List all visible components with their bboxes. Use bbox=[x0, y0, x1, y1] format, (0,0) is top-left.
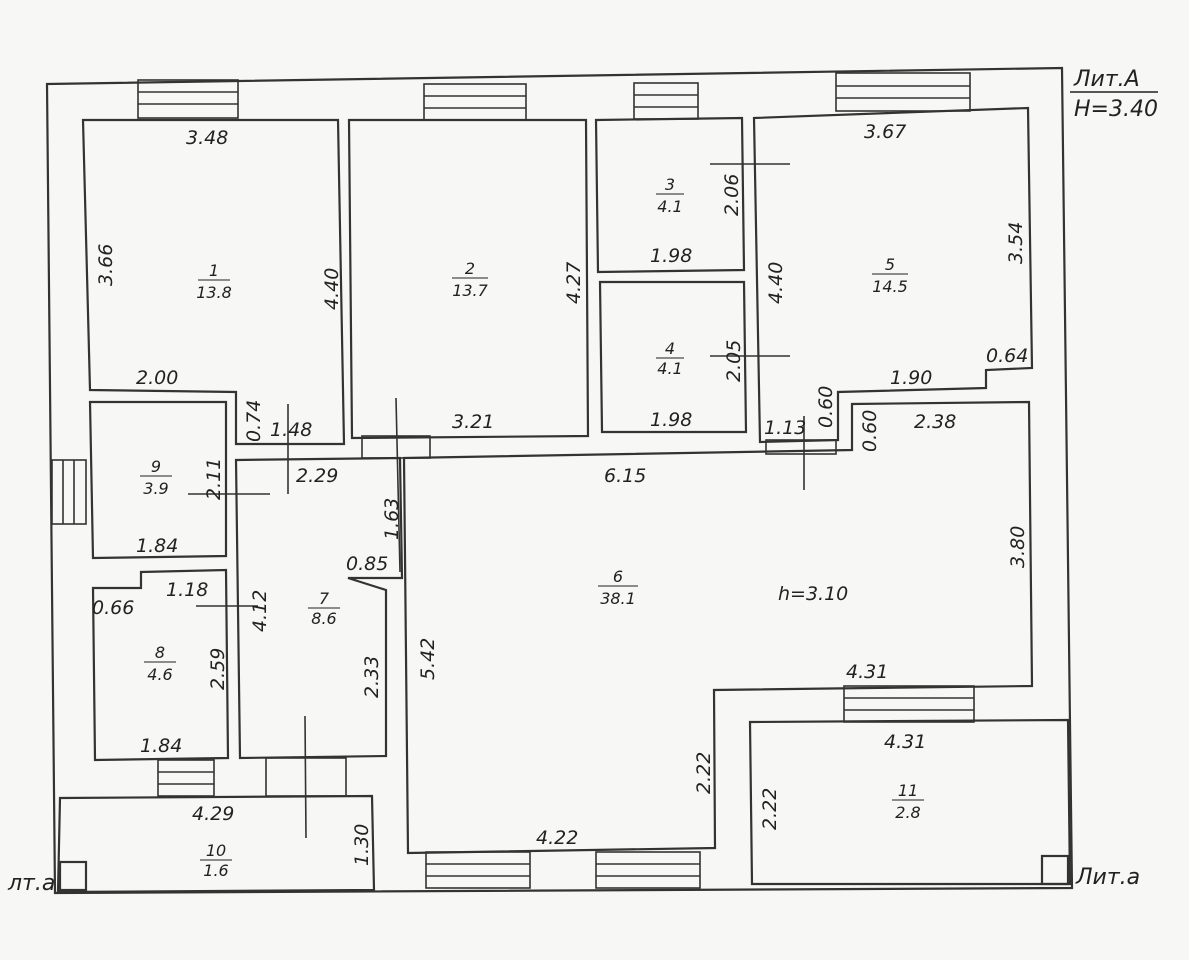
dim-label: 1.98 bbox=[650, 409, 692, 431]
dim-label: 0.66 bbox=[92, 597, 134, 619]
dim-label: 2.38 bbox=[914, 411, 956, 433]
dim-label: 2.22 bbox=[759, 788, 781, 830]
dim-label: 1.18 bbox=[166, 579, 208, 601]
dimensions-horizontal: 3.48 2.00 1.48 3.21 1.98 1.98 3.67 1.90 … bbox=[92, 121, 1028, 849]
dim-label: 0.74 bbox=[243, 400, 265, 442]
room-outlines bbox=[56, 106, 1072, 894]
dim-label: 1.84 bbox=[140, 735, 182, 757]
dim-label: 4.12 bbox=[249, 590, 271, 632]
room-number: 3 bbox=[665, 175, 675, 194]
dim-label: 4.31 bbox=[884, 731, 926, 753]
corner-label-left: лт.а bbox=[7, 871, 55, 896]
dim-label: 0.60 bbox=[815, 386, 837, 428]
room-area: 8.6 bbox=[311, 609, 336, 628]
dim-label: 6.15 bbox=[604, 465, 646, 487]
room-5-label: 514.5 bbox=[872, 255, 908, 296]
dimensions-vertical: 3.66 4.40 0.74 4.27 2.06 2.05 3.54 4.40 … bbox=[95, 174, 1029, 866]
room-number: 2 bbox=[465, 259, 475, 278]
room-area: 38.1 bbox=[600, 589, 636, 608]
room-number: 10 bbox=[206, 841, 226, 860]
room-number: 1 bbox=[209, 261, 219, 280]
dim-label: 4.31 bbox=[846, 661, 888, 683]
dim-label: 3.48 bbox=[186, 127, 228, 149]
dim-label: 4.40 bbox=[321, 268, 343, 310]
dim-label: 2.11 bbox=[203, 458, 225, 500]
dim-label: 2.22 bbox=[693, 752, 715, 794]
room-area: 13.7 bbox=[452, 281, 488, 300]
room-number: 4 bbox=[665, 339, 675, 358]
room-area: 2.8 bbox=[895, 803, 920, 822]
room-area: 4.1 bbox=[657, 197, 682, 216]
room-4-label: 44.1 bbox=[656, 339, 684, 378]
room-area: 13.8 bbox=[196, 283, 232, 302]
outer-walls bbox=[45, 66, 1074, 895]
dim-label: 2.00 bbox=[136, 367, 178, 389]
dim-label: 3.54 bbox=[1005, 222, 1027, 264]
room-area: 14.5 bbox=[872, 277, 908, 296]
room-9-label: 93.9 bbox=[140, 457, 172, 498]
dim-label: 4.29 bbox=[192, 803, 234, 825]
dim-label: 4.40 bbox=[765, 262, 787, 304]
corner-label-right: Лит.а bbox=[1075, 865, 1140, 890]
room-1-label: 113.8 bbox=[196, 261, 232, 302]
dim-label: 2.05 bbox=[723, 340, 745, 382]
dim-label: 4.22 bbox=[536, 827, 578, 849]
dim-label: 0.85 bbox=[346, 553, 388, 575]
height-label: H=3.40 bbox=[1074, 97, 1158, 122]
room-number: 5 bbox=[885, 255, 895, 274]
dim-label: 2.29 bbox=[296, 465, 338, 487]
dim-label: 1.30 bbox=[351, 824, 373, 866]
dim-label: 3.80 bbox=[1007, 526, 1029, 568]
dim-label: 1.98 bbox=[650, 245, 692, 267]
dim-label: 3.21 bbox=[452, 411, 494, 433]
dim-label: 4.27 bbox=[563, 262, 585, 304]
room-11-label: 112.8 bbox=[892, 781, 924, 822]
dim-label: 3.66 bbox=[95, 244, 117, 286]
room-area: 1.6 bbox=[203, 861, 228, 880]
room-number: 7 bbox=[319, 589, 330, 608]
dim-label: 1.48 bbox=[270, 419, 312, 441]
dim-label: 1.90 bbox=[890, 367, 932, 389]
dim-label: 0.64 bbox=[986, 345, 1028, 367]
lit-label: Лит.А bbox=[1073, 67, 1140, 92]
room-2-label: 213.7 bbox=[452, 259, 489, 300]
room-7-label: 78.6 bbox=[308, 589, 340, 628]
room-3-label: 34.1 bbox=[656, 175, 684, 216]
room-8-label: 84.6 bbox=[144, 643, 176, 684]
room-10-label: 101.6 bbox=[200, 841, 232, 880]
dim-label: 5.42 bbox=[417, 638, 439, 680]
room-number: 11 bbox=[898, 781, 918, 800]
room-area: 3.9 bbox=[143, 479, 168, 498]
room-area: 4.1 bbox=[657, 359, 682, 378]
dim-label: 1.84 bbox=[136, 535, 178, 557]
windows bbox=[51, 72, 975, 889]
room-number: 6 bbox=[613, 567, 623, 586]
building-header: Лит.А H=3.40 bbox=[1070, 67, 1158, 122]
room-6-label: 638.1 bbox=[598, 567, 638, 608]
dim-label: 3.67 bbox=[864, 121, 906, 143]
room-labels: 113.8 213.7 34.1 44.1 514.5 638.1 78.6 8… bbox=[140, 175, 924, 880]
room-number: 9 bbox=[151, 457, 161, 476]
dim-label: 2.06 bbox=[721, 174, 743, 216]
dim-label: 0.60 bbox=[859, 410, 881, 452]
dim-label: 1.13 bbox=[764, 417, 806, 439]
openings bbox=[188, 163, 837, 839]
room-area: 4.6 bbox=[147, 665, 172, 684]
dim-label: 1.63 bbox=[381, 498, 403, 540]
ceiling-note: h=3.10 bbox=[778, 583, 848, 605]
room-number: 8 bbox=[155, 643, 165, 662]
dim-label: 2.59 bbox=[207, 648, 229, 690]
dim-label: 2.33 bbox=[361, 656, 383, 698]
